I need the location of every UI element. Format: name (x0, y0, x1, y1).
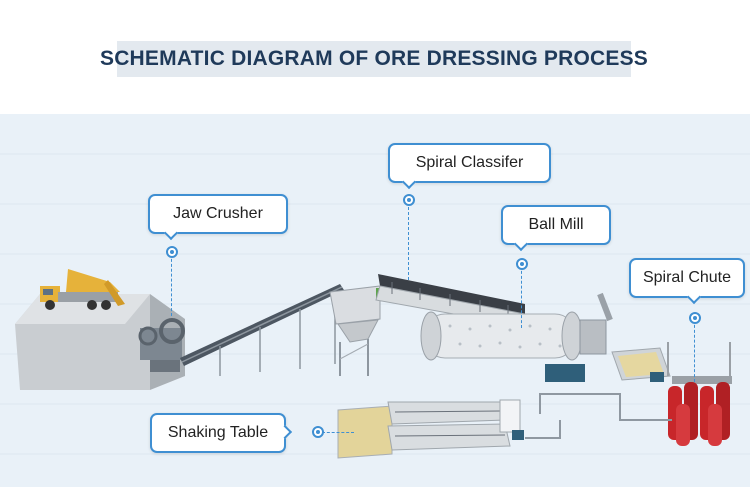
jaw-crusher-marker (166, 246, 178, 258)
belt-conveyor (180, 284, 344, 376)
ball-mill-callout: Ball Mill (501, 205, 611, 245)
dump-truck (40, 269, 125, 310)
jaw-crusher-machine (138, 318, 185, 372)
shaking-tables (337, 399, 524, 459)
spiral-chute-columns (667, 342, 732, 446)
spiral-chute-callout: Spiral Chute (629, 258, 745, 298)
spiral-classifier-callout: Spiral Classifer (388, 143, 551, 183)
diagram-title: SCHEMATIC DIAGRAM OF ORE DRESSING PROCES… (99, 47, 649, 70)
jaw-crusher-label: Jaw Crusher (173, 205, 263, 222)
spiral-chute-leader (694, 320, 695, 382)
process-scene (0, 114, 750, 487)
spiral-classifier-label: Spiral Classifer (415, 154, 524, 171)
jaw-crusher-leader (171, 254, 172, 316)
distribution-tray (611, 347, 671, 382)
equipment-illustration (0, 153, 750, 459)
spiral-chute-marker (689, 312, 701, 324)
shaking-table-marker (312, 426, 324, 438)
shaking-table-callout: Shaking Table (150, 413, 286, 453)
ball-mill (420, 292, 613, 382)
title-banner: SCHEMATIC DIAGRAM OF ORE DRESSING PROCES… (100, 41, 648, 77)
ball-mill-leader (521, 266, 522, 328)
ball-mill-marker (516, 258, 528, 270)
shaking-table-leader (322, 432, 354, 433)
shaking-table-label: Shaking Table (167, 424, 269, 441)
spiral-classifier-leader (408, 202, 409, 280)
ball-mill-label: Ball Mill (528, 216, 584, 233)
spiral-classifier-marker (403, 194, 415, 206)
jaw-crusher-callout: Jaw Crusher (148, 194, 288, 234)
piping (525, 393, 672, 439)
ore-bin (329, 285, 390, 376)
spiral-chute-label: Spiral Chute (642, 269, 732, 286)
